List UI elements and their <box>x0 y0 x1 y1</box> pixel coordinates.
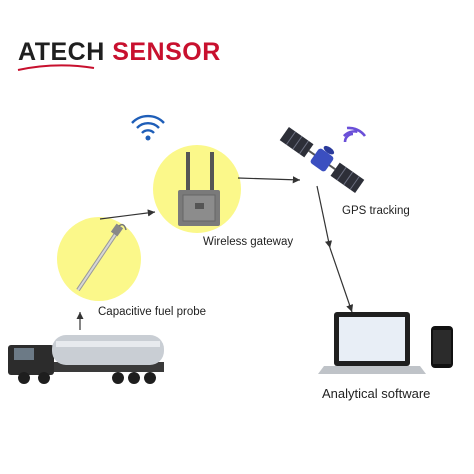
satellite-icon <box>279 127 365 193</box>
brand-text-1: ATECH <box>18 38 113 66</box>
phone-icon <box>431 326 453 368</box>
wifi-icon <box>131 114 165 141</box>
fuel-truck-icon <box>8 335 164 384</box>
gps-to-software-arrow <box>329 247 354 313</box>
software-label: Analytical software <box>322 386 431 401</box>
laptop-icon <box>318 312 426 374</box>
probe-label: Capacitive fuel probe <box>98 306 207 318</box>
satellite-signal-icon <box>342 126 367 143</box>
fuel-probe-icon <box>76 223 127 292</box>
probe-to-gateway-arrow <box>99 209 156 220</box>
brand-logo: ATECH SENSOR <box>18 40 221 65</box>
gateway-to-satellite-arrow <box>237 176 301 184</box>
gateway-label: Wireless gateway <box>203 236 294 248</box>
gateway-device-icon <box>178 152 220 226</box>
gps-label: GPS tracking <box>342 205 410 217</box>
brand-text-2: SENSOR <box>112 38 221 66</box>
brand-swoosh <box>17 64 95 71</box>
satellite-to-gps-arrow <box>316 185 333 249</box>
